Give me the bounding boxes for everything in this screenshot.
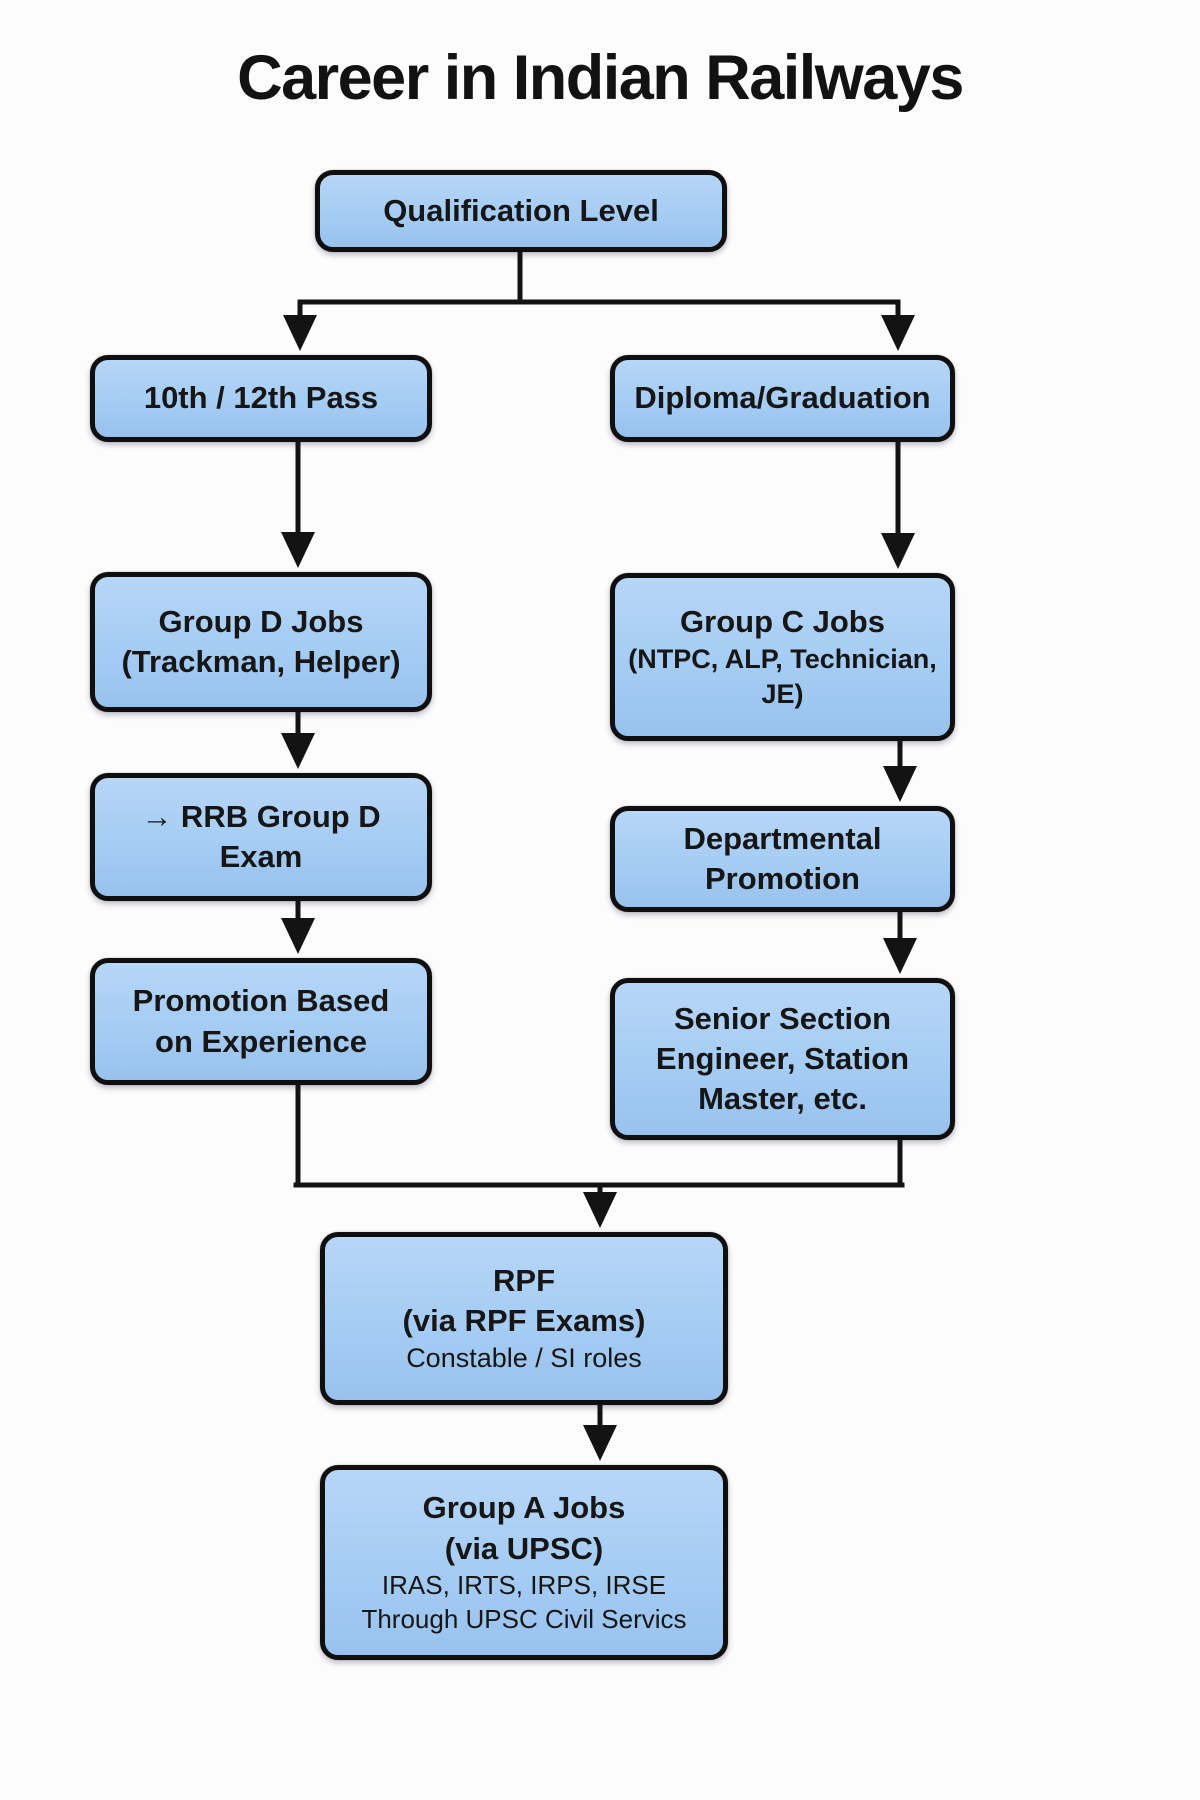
node-rrb-group-d-exam: → RRB Group D Exam [90,773,432,901]
node-departmental-promotion: Departmental Promotion [610,806,955,912]
node-label: Qualification Level [383,192,659,228]
node-description: Constable / SI roles [406,1343,642,1374]
node-diploma-graduation: Diploma/Graduation [610,355,955,442]
node-label: RPF [493,1262,555,1298]
node-description: IRAS, IRTS, IRPS, IRSE [381,1570,667,1600]
node-label: 10th / 12th Pass [143,380,379,416]
node-description: Through UPSC Civil Servics [361,1603,687,1634]
node-qualification-level: Qualification Level [315,170,727,252]
node-sublabel: (NTPC, ALP, Technician, [628,644,937,675]
node-label: Departmental [683,820,882,856]
node-sublabel: (via UPSC) [444,1530,604,1566]
node-group-d-jobs: Group D Jobs (Trackman, Helper) [90,572,432,712]
node-label: → RRB Group D [141,798,381,834]
node-label: Engineer, Station [655,1040,910,1076]
node-label: Master, etc. [698,1081,867,1117]
node-label: Group C Jobs [680,603,885,639]
connector-lines [281,249,917,1461]
node-sublabel: JE) [761,679,804,710]
node-group-c-jobs: Group C Jobs (NTPC, ALP, Technician, JE) [610,573,955,741]
node-label: Diploma/Graduation [634,380,931,416]
node-promotion-based-experience: Promotion Based on Experience [90,958,432,1085]
node-sublabel: (via RPF Exams) [402,1302,646,1338]
node-sublabel: (Trackman, Helper) [121,644,401,679]
node-label: Group D Jobs [158,603,364,639]
node-label: Senior Section [673,1000,892,1036]
diagram-title: Career in Indian Railways [237,43,964,113]
node-label: on Experience [155,1023,367,1059]
node-label: Exam [219,839,303,874]
node-label: Promotion Based [132,983,390,1019]
node-label: Promotion [705,861,860,896]
node-label: Group A Jobs [422,1490,626,1526]
node-10th-12th-pass: 10th / 12th Pass [90,355,432,442]
node-senior-section-engineer: Senior Section Engineer, Station Master,… [610,978,955,1140]
node-rpf: RPF (via RPF Exams) Constable / SI roles [320,1232,728,1405]
node-group-a-jobs: Group A Jobs (via UPSC) IRAS, IRTS, IRPS… [320,1465,728,1660]
